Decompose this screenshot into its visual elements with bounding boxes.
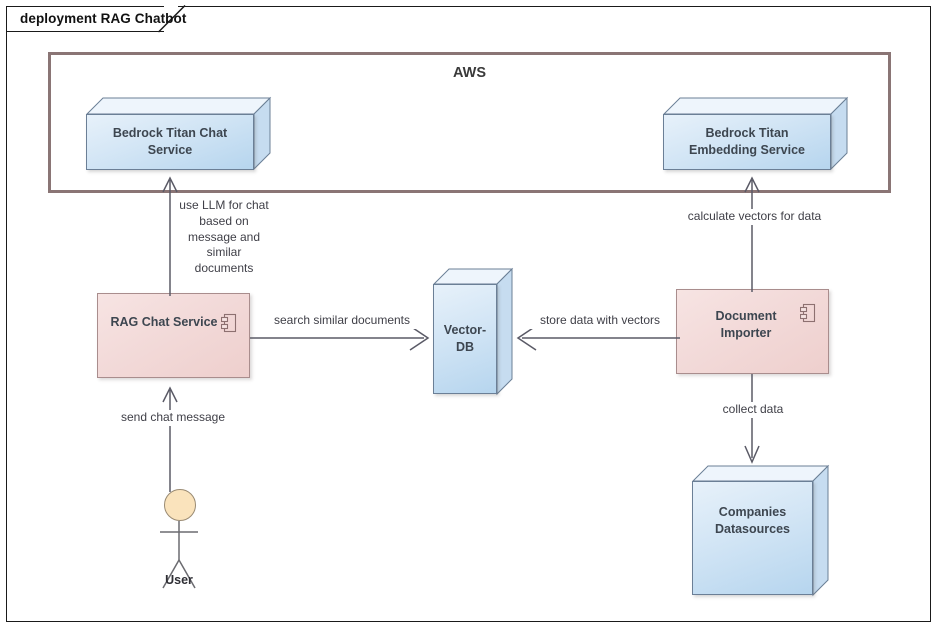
edge-collect-data[interactable]: [742, 374, 766, 468]
edge-calculate-vectors-for-data[interactable]: [742, 168, 766, 292]
actor-body-icon: [160, 521, 198, 589]
edge-label-collect-data: collect data: [698, 402, 808, 418]
node-label: Companies Datasources: [714, 505, 791, 536]
node-3d-shell: [432, 267, 514, 396]
frame-tab-corner-icon: [158, 5, 186, 33]
component-icon: [221, 313, 237, 333]
node-body: Bedrock Titan Chat Service: [86, 114, 254, 170]
node-label: Vector- DB: [443, 323, 487, 354]
node-bedrock-titan-embedding-service[interactable]: Bedrock Titan Embedding Service: [662, 96, 849, 171]
frame-tab-body: [6, 6, 164, 32]
component-rag-chat-service[interactable]: RAG Chat Service: [97, 293, 250, 378]
component-label: Document Importer: [715, 309, 777, 340]
component-label: RAG Chat Service: [110, 315, 218, 329]
node-companies-datasources[interactable]: Companies Datasources: [691, 464, 830, 597]
node-label: Bedrock Titan Embedding Service: [688, 126, 805, 157]
page-title: deployment RAG Chatbot: [20, 11, 187, 26]
edge-store-data-with-vectors[interactable]: [510, 324, 680, 354]
edge-label-send-chat-message: send chat message: [108, 410, 238, 426]
node-3d-shell: [85, 96, 272, 171]
actor-user[interactable]: User: [155, 489, 203, 594]
node-3d-shell: [691, 464, 830, 597]
edge-label-store-data-with-vectors: store data with vectors: [528, 313, 672, 329]
edge-label-use-llm-for-chat: use LLM for chat based on message and si…: [172, 198, 276, 278]
component-document-importer[interactable]: Document Importer: [676, 289, 829, 374]
node-bedrock-titan-chat-service[interactable]: Bedrock Titan Chat Service: [85, 96, 272, 171]
node-body: Companies Datasources: [692, 481, 813, 595]
component-icon: [800, 303, 816, 323]
edge-search-similar-documents[interactable]: [250, 324, 436, 354]
node-vector-db[interactable]: Vector- DB: [432, 267, 514, 396]
node-body: Vector- DB: [433, 284, 497, 394]
actor-label: User: [165, 573, 193, 587]
diagram-frame-tab: deployment RAG Chatbot: [6, 5, 186, 33]
edge-send-chat-message[interactable]: [160, 378, 184, 492]
aws-container-label: AWS: [452, 65, 487, 81]
edge-use-llm-for-chat[interactable]: [160, 168, 184, 296]
node-body: Bedrock Titan Embedding Service: [663, 114, 831, 170]
actor-head-icon: [164, 489, 196, 521]
edge-label-search-similar-documents: search similar documents: [266, 313, 418, 329]
node-label: Bedrock Titan Chat Service: [112, 126, 228, 157]
edge-label-calculate-vectors-for-data: calculate vectors for data: [676, 209, 833, 225]
